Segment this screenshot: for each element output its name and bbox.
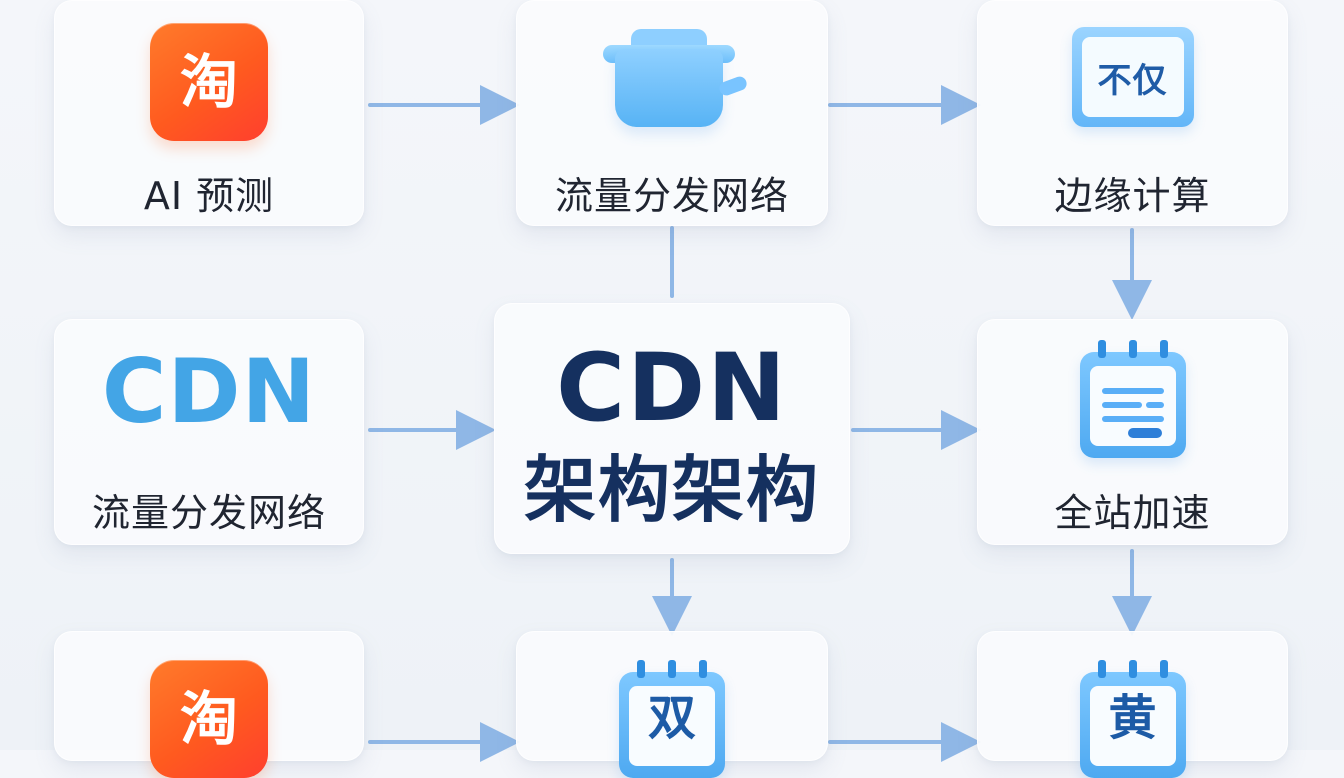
calendar-icon	[1074, 340, 1192, 458]
pot-icon	[597, 29, 749, 137]
node-middle-left: CDN 流量分发网络	[54, 319, 364, 545]
calendar-ring	[1159, 660, 1168, 678]
node-label: 边缘计算	[1054, 174, 1211, 218]
calendar-rings	[1097, 660, 1168, 678]
node-top-middle: 流量分发网络	[516, 0, 828, 226]
node-bottom-middle: 双	[516, 631, 828, 778]
pot-body-shape	[615, 49, 723, 127]
taobao-logo-glyph: 淘	[150, 660, 268, 778]
node-bottom-right: 黄	[977, 631, 1288, 778]
calendar-ring	[1128, 660, 1137, 678]
calendar-ring	[1159, 340, 1168, 358]
node-top-right: 不仅 边缘计算	[977, 0, 1288, 226]
node-label: 流量分发网络	[91, 491, 326, 535]
node-bottom-left: 淘	[54, 631, 364, 778]
node-middle-right: 全站加速	[977, 319, 1288, 545]
calendar-glyph-text: 黄	[1108, 690, 1157, 746]
node-top-left: 淘 AI 预测	[54, 0, 364, 226]
center-title: CDN	[556, 334, 788, 443]
calendar-rings	[637, 660, 707, 678]
calendar-ring	[699, 660, 707, 678]
calendar-glyph-text: 双	[647, 690, 696, 746]
node-label: 流量分发网络	[554, 174, 789, 218]
node-label: 全站加速	[1054, 491, 1211, 535]
calendar-ring	[1097, 660, 1106, 678]
calendar-pill	[1127, 428, 1162, 438]
calendar-line	[1101, 402, 1142, 408]
center-subtitle: 架构架构	[523, 448, 820, 532]
cdn-logo-text: CDN	[101, 340, 317, 443]
taobao-logo-icon: 淘	[150, 23, 268, 141]
calendar-ring	[1097, 340, 1106, 358]
calendar-ring	[668, 660, 676, 678]
calendar-line	[1145, 402, 1164, 408]
node-center: CDN 架构架构	[494, 303, 850, 554]
tag-card-text: 不仅	[1081, 37, 1184, 117]
taobao-logo-glyph: 淘	[150, 23, 268, 141]
taobao-logo-icon: 淘	[150, 660, 268, 778]
node-label: AI 预测	[143, 174, 275, 218]
calendar-rings	[1097, 340, 1168, 358]
calendar-ring	[637, 660, 645, 678]
calendar-line	[1101, 416, 1164, 422]
diagram-canvas: 淘 AI 预测 流量分发网络 不仅 边缘计算 CDN 流量分发网络 CDN 架构…	[54, 0, 1288, 778]
calendar-ring	[1128, 340, 1137, 358]
calendar-glyph-icon: 双	[613, 660, 731, 778]
tag-card-icon: 不仅	[1071, 27, 1194, 127]
pot-lid-shape	[631, 29, 707, 49]
calendar-glyph-icon: 黄	[1074, 660, 1192, 778]
calendar-line	[1101, 388, 1164, 394]
